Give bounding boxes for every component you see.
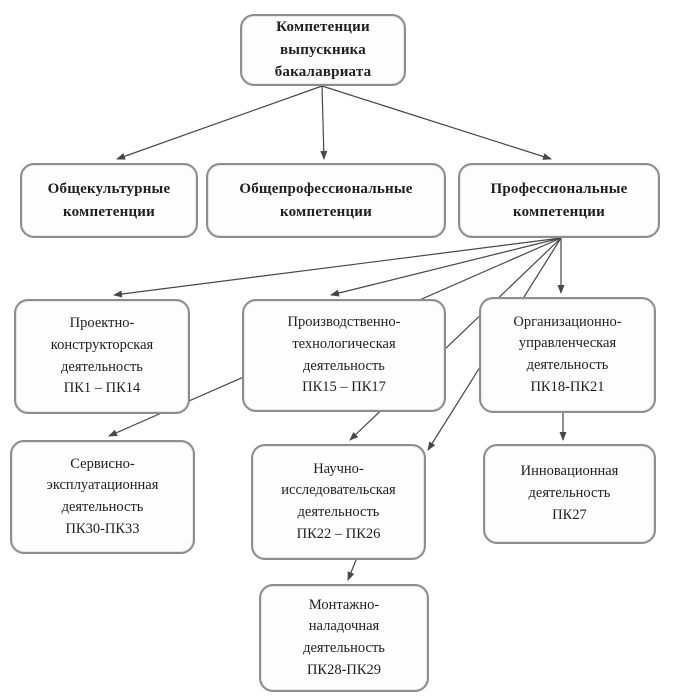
node-graduate-competencies: Компетенции выпускника бакалавриата xyxy=(240,14,406,86)
node-graduate-label: Компетенции выпускника бакалавриата xyxy=(274,19,372,81)
node-production-activity: Производственно- технологическая деятель… xyxy=(242,299,446,412)
node-innovation-activity: Инновационная деятельность ПК27 xyxy=(483,444,656,544)
arrow-research-to-installation xyxy=(347,559,357,581)
arrow-graduate-to-general-professional xyxy=(320,85,328,160)
node-professional: Профессиональные компетенции xyxy=(458,163,660,238)
arrow-professional-to-production xyxy=(330,237,562,297)
arrow-graduate-to-professional xyxy=(321,85,552,160)
node-organizational-activity: Организационно- управленческая деятельно… xyxy=(479,297,656,413)
node-general-cultural-label: Общекультурные компетенции xyxy=(47,181,171,220)
node-design-activity-label: Проектно- конструкторская деятельность П… xyxy=(50,315,154,397)
node-installation-activity: Монтажно- наладочная деятельность ПК28-П… xyxy=(259,584,429,692)
arrow-professional-to-design xyxy=(113,237,562,298)
node-general-cultural: Общекультурные компетенции xyxy=(20,163,198,238)
arrow-graduate-to-general-cultural xyxy=(116,85,323,160)
node-research-activity: Научно- исследовательская деятельность П… xyxy=(251,444,426,560)
node-design-activity: Проектно- конструкторская деятельность П… xyxy=(14,299,190,414)
node-production-activity-label: Производственно- технологическая деятель… xyxy=(287,314,401,396)
node-organizational-activity-label: Организационно- управленческая деятельно… xyxy=(513,313,622,395)
node-installation-activity-label: Монтажно- наладочная деятельность ПК28-П… xyxy=(303,596,385,678)
node-service-activity: Сервисно- эксплуатационная деятельность … xyxy=(10,440,195,554)
node-service-activity-label: Сервисно- эксплуатационная деятельность … xyxy=(46,455,159,537)
node-general-professional-label: Общепрофессиональные компетенции xyxy=(239,181,413,220)
node-professional-label: Профессиональные компетенции xyxy=(490,181,628,220)
node-innovation-activity-label: Инновационная деятельность ПК27 xyxy=(520,463,619,523)
node-research-activity-label: Научно- исследовательская деятельность П… xyxy=(281,460,396,542)
node-general-professional: Общепрофессиональные компетенции xyxy=(206,163,446,238)
